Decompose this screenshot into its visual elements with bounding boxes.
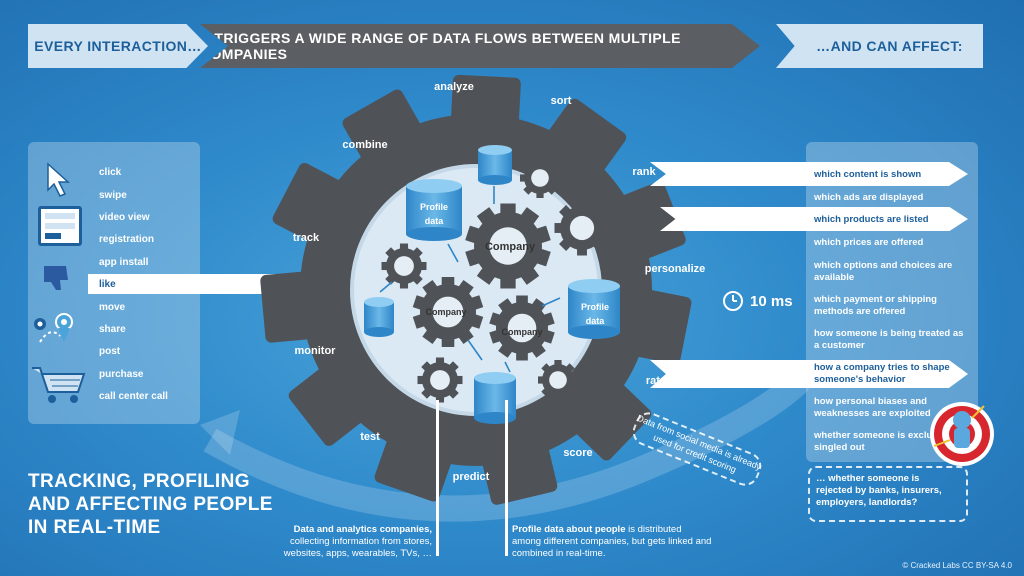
- gear-label-combine: combine: [342, 139, 388, 151]
- header-every-interaction: EVERY INTERACTION…: [28, 24, 208, 68]
- title-line-2: AND AFFECTING PEOPLE: [28, 494, 273, 515]
- effect-payment: which payment or shipping methods are of…: [814, 294, 937, 317]
- gear-tooth: [342, 89, 427, 171]
- timer-readout: 10 ms: [722, 290, 793, 312]
- gear-label-monitor: monitor: [294, 345, 336, 357]
- interaction-share: share: [99, 324, 126, 335]
- video-form-icon: [38, 206, 82, 246]
- interaction-swipe: swipe: [99, 190, 127, 201]
- effect-arrow-content: [650, 162, 968, 186]
- profile-data-label-1: Profile data: [419, 202, 448, 226]
- copyright: © Cracked Labs CC BY-SA 4.0: [902, 561, 1012, 570]
- gear-tooth: [450, 74, 521, 138]
- interaction-registration: registration: [99, 234, 155, 245]
- effect-biases: how personal biases and weaknesses are e…: [814, 396, 931, 419]
- credit-note-box: [808, 466, 968, 522]
- clock-icon: [723, 291, 743, 311]
- small-gear: [412, 277, 484, 347]
- effect-products: which products are listed: [814, 214, 929, 225]
- company-label-2: Company: [425, 307, 467, 317]
- note-analytics-bold: Data and analytics companies,: [293, 524, 432, 535]
- gear-tooth: [272, 162, 354, 247]
- gear-label-analyze: analyze: [434, 81, 474, 93]
- shopping-cart-icon: [32, 367, 86, 403]
- note-analytics-rest: collecting information from stores, webs…: [283, 536, 432, 559]
- page-title: TRACKING, PROFILING AND AFFECTING PEOPLE…: [28, 470, 273, 539]
- effect-arrow-products: [660, 207, 968, 231]
- interaction-app-install: app install: [99, 257, 149, 268]
- small-gear: [520, 158, 560, 198]
- pointer-line-right: [505, 400, 508, 556]
- small-gear: [538, 360, 578, 400]
- gear-tooth: [540, 98, 627, 183]
- title-line-3: IN REAL-TIME: [28, 517, 161, 538]
- note-analytics-companies: Data and analytics companies, collecting…: [272, 524, 432, 560]
- small-gear: [465, 203, 551, 289]
- effect-ads: which ads are displayed: [814, 192, 924, 203]
- effect-options: which options and choices are available: [814, 260, 953, 283]
- header-data-flows: …TRIGGERS A WIDE RANGE OF DATA FLOWS BET…: [200, 24, 760, 68]
- credit-note: … whether someone is rejected by banks, …: [816, 473, 942, 508]
- gear-label-predict: predict: [452, 471, 490, 483]
- company-label-3: Company: [501, 327, 543, 337]
- interaction-move: move: [99, 302, 126, 313]
- gear-label-track: track: [292, 232, 320, 244]
- data-cylinder-1: [478, 145, 512, 185]
- note-profile-rest: is distributed among different companies…: [512, 524, 712, 559]
- thumb-down-icon: [44, 266, 68, 290]
- profile-data-label-2: Profile data: [580, 302, 609, 326]
- gear-tooth: [288, 360, 373, 446]
- gear-label-personalize: personalize: [644, 263, 706, 275]
- effect-arrow-behavior: [650, 360, 968, 388]
- gear-tooth: [374, 425, 456, 502]
- interaction-video-view: video view: [99, 212, 150, 223]
- pointer-line-left: [436, 400, 439, 556]
- data-cylinder-3: [474, 372, 516, 424]
- interaction-click: click: [99, 167, 122, 178]
- small-gear: [489, 295, 555, 361]
- effect-prices: which prices are offered: [814, 237, 924, 248]
- effect-content: which content is shown: [814, 169, 922, 180]
- small-gear: [554, 200, 610, 256]
- small-gear: [381, 243, 427, 289]
- note-profile-bold: Profile data about people: [512, 524, 626, 535]
- profile-cylinder-2: [568, 279, 620, 339]
- note-profile-data: Profile data about people is distributed…: [512, 524, 712, 560]
- interaction-purchase: purchase: [99, 369, 144, 380]
- cursor-icon: [47, 162, 70, 197]
- data-cylinder-2: [364, 297, 394, 337]
- location-pin-icon: [34, 313, 73, 343]
- effect-behavior: how a company tries to shape someone's b…: [814, 362, 950, 385]
- profile-cylinder-1: [406, 179, 462, 241]
- interaction-post: post: [99, 346, 121, 357]
- timer-value: 10 ms: [750, 292, 793, 310]
- interaction-like: like: [99, 279, 116, 290]
- effect-treatment: how someone is being treated as a custom…: [814, 328, 964, 351]
- gear-label-test: test: [360, 431, 380, 443]
- company-label-1: Company: [484, 241, 536, 253]
- gear-label-score: score: [563, 447, 593, 459]
- gear-tooth: [608, 181, 686, 264]
- gear-tooth: [479, 433, 558, 505]
- gear-tooth: [260, 270, 326, 343]
- effect-excluded: whether someone is excluded or singled o…: [814, 430, 962, 453]
- gear-tooth: [621, 287, 692, 364]
- target-icon: [930, 402, 994, 466]
- interaction-call-center-call: call center call: [99, 391, 168, 402]
- gear-label-sort: sort: [550, 95, 572, 107]
- gear-tooth: [565, 374, 652, 461]
- small-gear: [417, 357, 463, 403]
- title-line-1: TRACKING, PROFILING: [28, 471, 250, 492]
- header-can-affect: …AND CAN AFFECT:: [776, 24, 983, 68]
- gear-label-rank: rank: [632, 166, 656, 178]
